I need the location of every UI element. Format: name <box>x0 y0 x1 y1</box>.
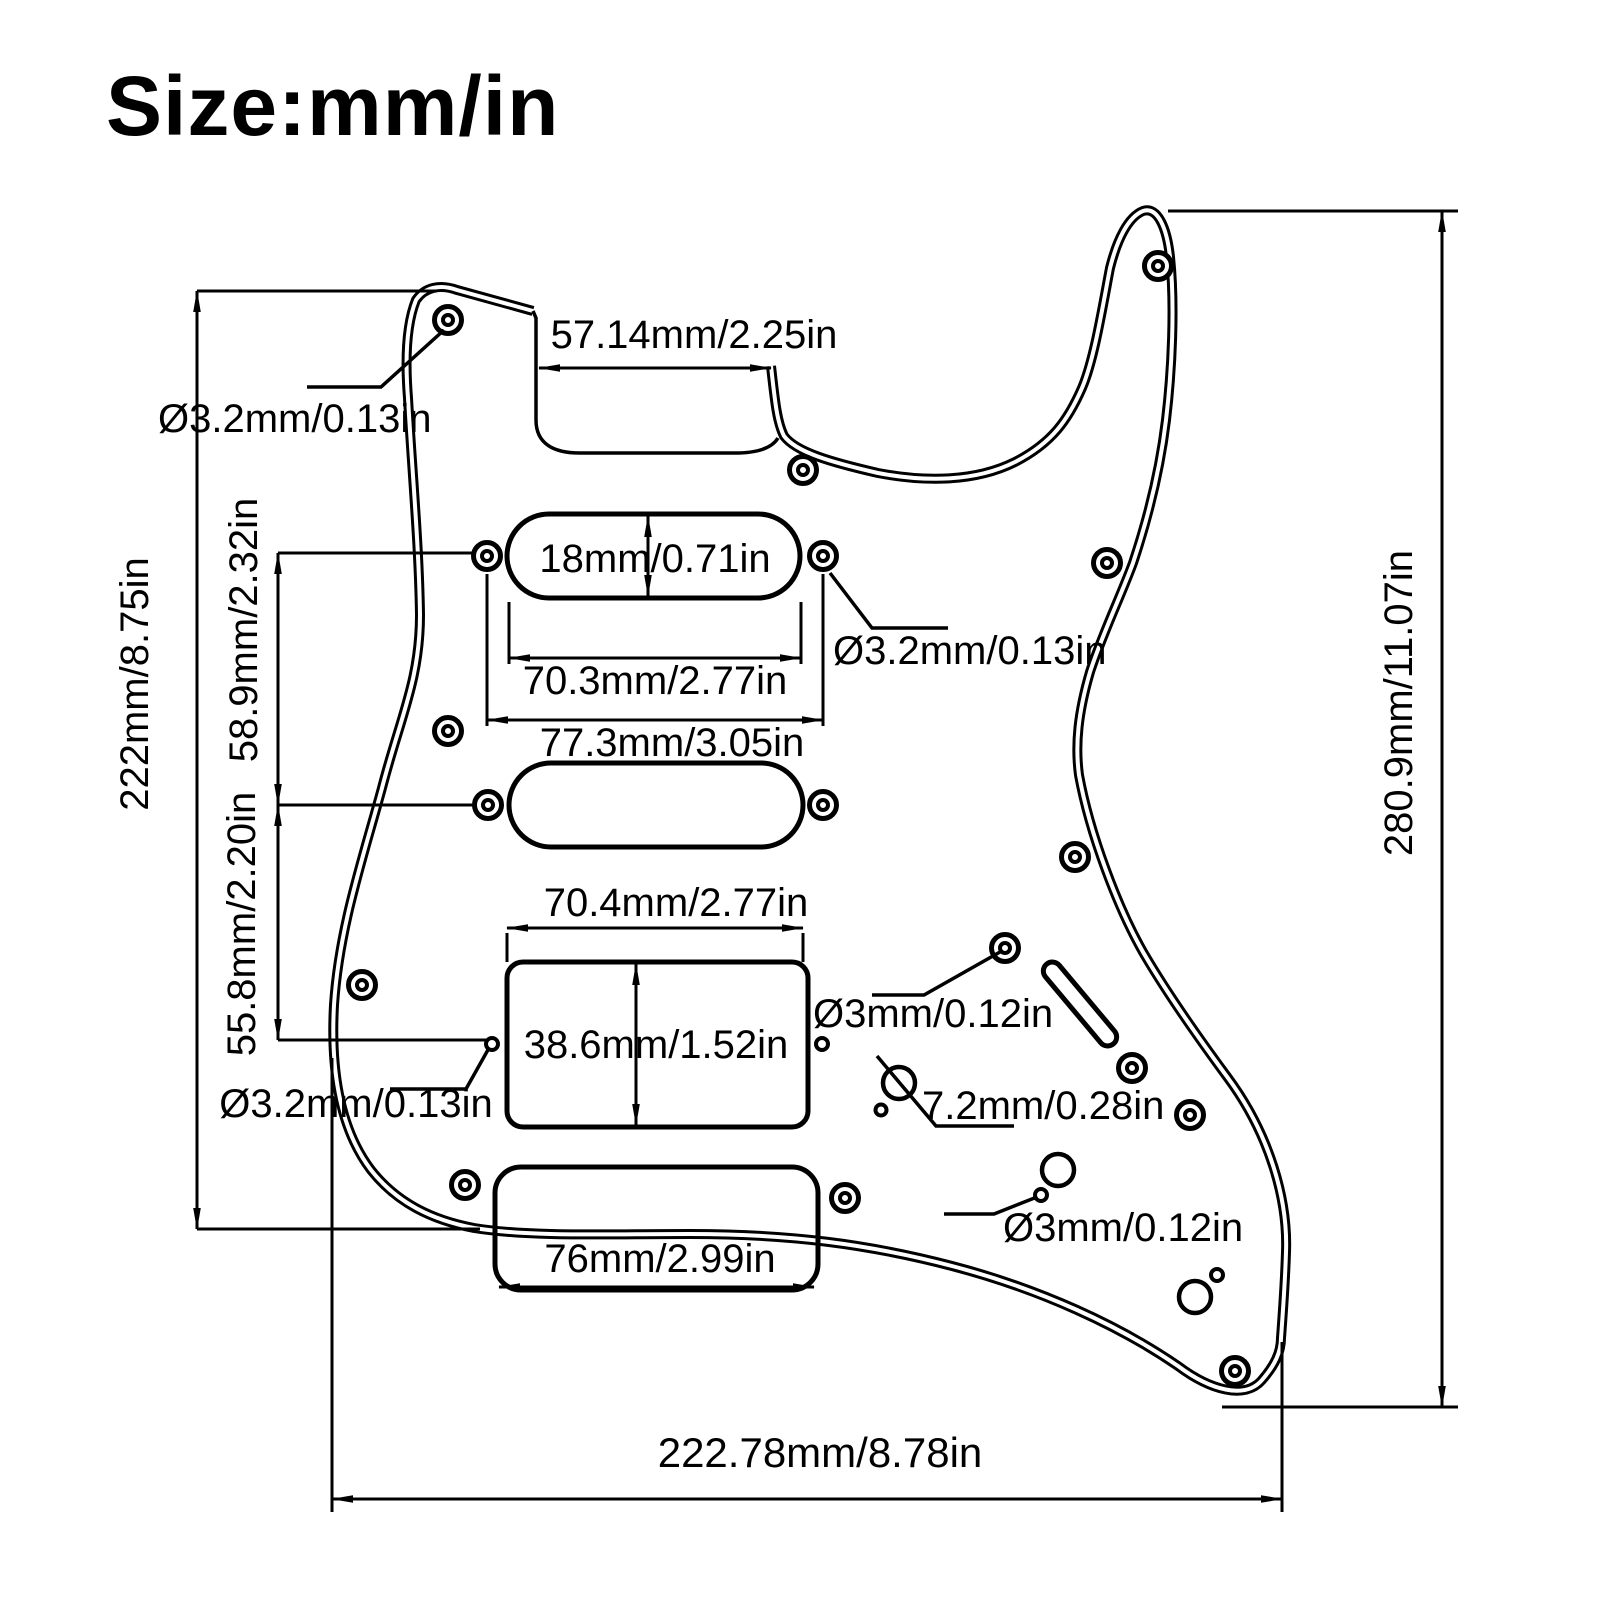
leader-neck-pickup-hole <box>828 571 948 630</box>
middle-pickup-cavity <box>506 760 806 850</box>
screw-hole-bottom-left <box>449 1169 481 1201</box>
neck-pickup-screw-right <box>807 540 839 572</box>
label-neck-pickup-hole: Ø3.2mm/0.13in <box>833 629 1106 673</box>
leader-bottom-hole <box>944 1195 1038 1216</box>
leader-humbucker-hole <box>390 1047 491 1091</box>
label-humbucker-height: 38.6mm/1.52in <box>524 1023 789 1067</box>
pickguard-edge-bevel <box>331 208 1289 1393</box>
screw-hole-bridge-top <box>989 932 1021 964</box>
humbucker-screw-right <box>814 1036 830 1052</box>
page-title: Size:mm/in <box>106 59 560 153</box>
leader-pot-hole <box>875 1054 1014 1128</box>
label-neck-pocket-width: 57.14mm/2.25in <box>551 313 838 357</box>
middle-pickup-screw-left <box>472 789 504 821</box>
small-hole-near-pot <box>873 1102 889 1118</box>
label-top-left-hole: Ø3.2mm/0.13in <box>158 397 431 441</box>
dimension-lines <box>193 209 1458 1512</box>
screw-hole-right-mid <box>1059 841 1091 873</box>
screw-hole-right-upper <box>1091 547 1123 579</box>
screw-hole-below-neck-pocket <box>787 454 819 486</box>
label-humbucker-hole: Ø3.2mm/0.13in <box>219 1082 492 1126</box>
leader-lines <box>307 328 1038 1216</box>
label-bridge-cavity-width: 76mm/2.99in <box>544 1237 775 1281</box>
dimension-labels: Ø3.2mm/0.13in 57.14mm/2.25in 222mm/8.75i… <box>113 313 1421 1476</box>
label-single-coil-height: 18mm/0.71in <box>539 537 770 581</box>
label-middle-to-bridge: 55.8mm/2.20in <box>220 792 264 1057</box>
small-hole-bottom-right <box>1209 1267 1225 1283</box>
humbucker-cavity <box>504 959 811 1130</box>
label-bridge-top-hole: Ø3mm/0.12in <box>813 992 1053 1036</box>
humbucker-screw-left <box>484 1036 500 1052</box>
label-single-coil-screw-span: 77.3mm/3.05in <box>540 721 805 765</box>
middle-pickup-screw-right <box>807 789 839 821</box>
neck-pickup-cavity <box>504 511 803 601</box>
leader-top-left-hole <box>307 328 446 389</box>
small-hole-mid-right <box>1033 1187 1049 1203</box>
switch-slot <box>1040 959 1120 1049</box>
screw-hole-left-lower <box>346 969 378 1001</box>
screw-hole-bottom-center <box>829 1182 861 1214</box>
label-neck-to-middle: 58.9mm/2.32in <box>222 498 266 763</box>
pickguard-outline <box>328 205 1292 1396</box>
label-humbucker-width: 70.4mm/2.77in <box>544 881 809 925</box>
pot-hole-tone1 <box>1039 1151 1077 1189</box>
screw-hole-right-lower-1 <box>1116 1052 1148 1084</box>
neck-pickup-screw-left <box>471 540 503 572</box>
label-single-coil-width: 70.3mm/2.77in <box>523 659 788 703</box>
screw-hole-top-right-horn <box>1142 250 1174 282</box>
screw-hole-left-mid <box>432 715 464 747</box>
screw-hole-right-lower-2 <box>1174 1099 1206 1131</box>
screw-hole-bottom-tip <box>1219 1355 1251 1387</box>
label-pot-hole: 7.2mm/0.28in <box>922 1084 1164 1128</box>
neck-pocket-edge <box>531 310 780 455</box>
label-bottom-hole: Ø3mm/0.12in <box>1003 1206 1243 1250</box>
label-bottom-width: 222.78mm/8.78in <box>658 1429 983 1476</box>
screw-hole-top-left <box>432 304 464 336</box>
leader-bridge-top-hole <box>872 950 1001 997</box>
screw-holes <box>346 250 1251 1387</box>
label-left-height: 222mm/8.75in <box>113 557 157 810</box>
pot-hole-tone2 <box>1176 1278 1214 1316</box>
label-right-height: 280.9mm/11.07in <box>1377 550 1421 856</box>
